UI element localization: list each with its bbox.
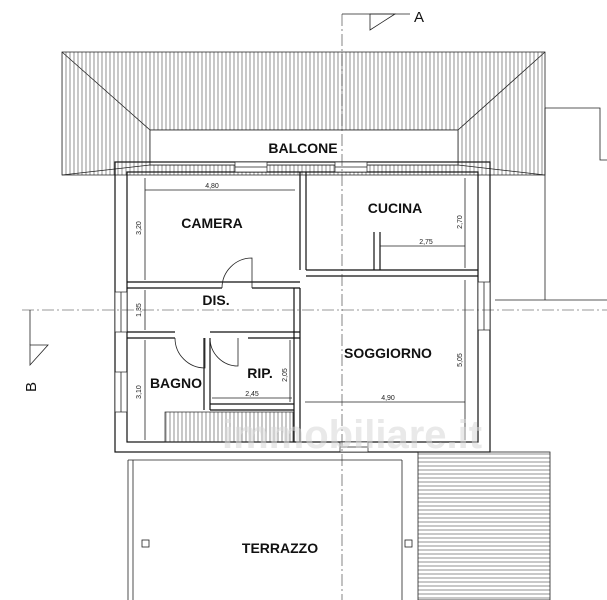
- section-cut-lines: [22, 13, 607, 600]
- terrace-outline: [127, 451, 551, 600]
- door-swings: [174, 257, 253, 369]
- room-label-balcone: BALCONE: [268, 140, 337, 156]
- dim-bagno-height: 3,10: [136, 385, 143, 399]
- windows: [114, 161, 491, 453]
- room-label-soggiorno: SOGGIORNO: [344, 345, 432, 361]
- dim-rip-height: 2,05: [282, 368, 289, 382]
- section-marker-b: B: [23, 382, 40, 392]
- terrace-roof-hatching: [417, 451, 551, 600]
- dim-dis-height: 1,35: [136, 303, 143, 317]
- room-label-terrazzo: TERRAZZO: [242, 540, 318, 556]
- interior-walls: [127, 172, 478, 442]
- room-label-camera: CAMERA: [181, 215, 242, 231]
- balcony-area: [149, 129, 459, 166]
- room-label-rip: RIP.: [247, 365, 272, 381]
- dim-soggiorno-width: 4,90: [381, 395, 395, 402]
- room-label-dis: DIS.: [202, 292, 229, 308]
- watermark: immobiliare.it: [222, 413, 482, 457]
- dimension-lines: [144, 178, 466, 440]
- right-side-outline: [495, 107, 607, 301]
- room-label-cucina: CUCINA: [368, 200, 422, 216]
- outer-walls: [114, 161, 491, 453]
- dim-cucina-width: 2,75: [419, 239, 433, 246]
- dim-soggiorno-height: 5,05: [457, 353, 464, 367]
- staircase: [164, 411, 294, 443]
- dim-cucina-height: 2,70: [457, 215, 464, 229]
- dim-camera-width: 4,80: [205, 183, 219, 190]
- room-label-bagno: BAGNO: [150, 375, 202, 391]
- section-marker-a: A: [414, 9, 424, 26]
- dim-rip-width: 2,45: [245, 391, 259, 398]
- dim-camera-height: 3,20: [136, 221, 143, 235]
